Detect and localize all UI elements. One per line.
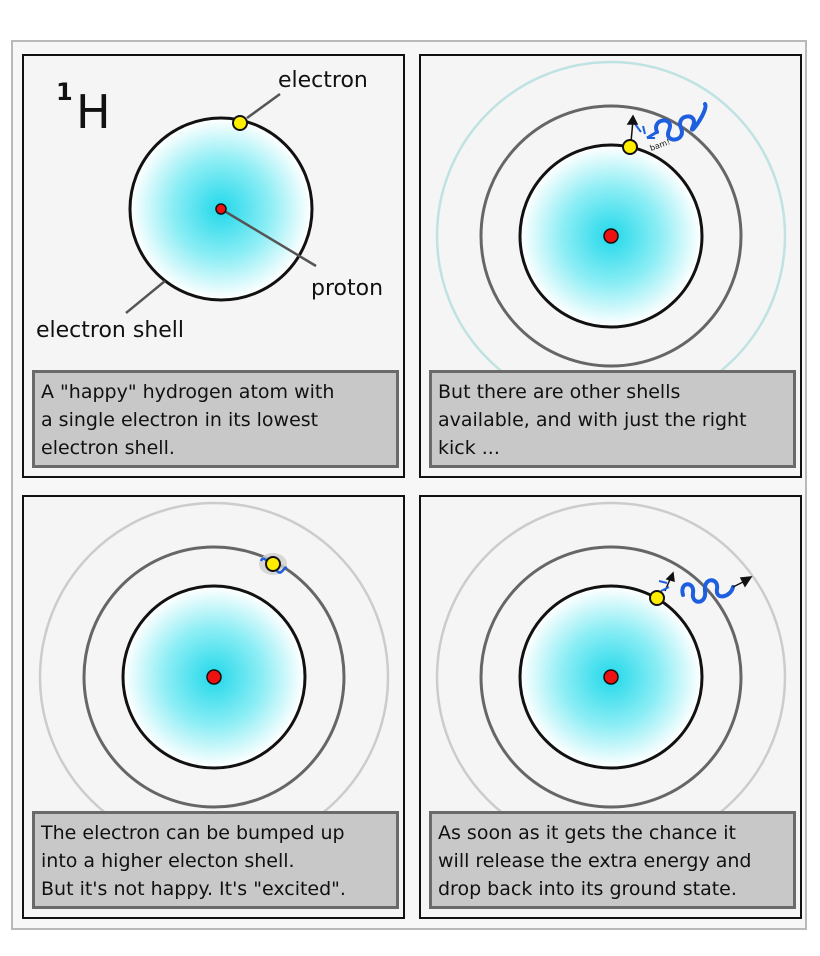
panel-photon-kick: bam! But there are other shells availabl… (419, 54, 802, 478)
emitted-photon-wave (680, 578, 735, 604)
caption-line: drop back into its ground state. (438, 878, 737, 900)
electron-label: electron (278, 68, 368, 93)
caption-line: will release the extra energy and (438, 850, 752, 872)
caption-line: a single electron in its lowest (41, 409, 319, 431)
caption-box: A "happy" hydrogen atom with a single el… (32, 370, 399, 468)
caption-line: But there are other shells (438, 381, 681, 403)
caption-line: A "happy" hydrogen atom with (41, 381, 335, 403)
caption-line: But it's not happy. It's "excited". (41, 878, 346, 900)
shell-pointer-line (125, 280, 166, 314)
inner-shell (518, 143, 704, 329)
proton (206, 669, 222, 685)
inner-shell (121, 584, 307, 770)
atom-diagram-4 (435, 501, 787, 853)
electron-kick-arrow (626, 114, 639, 143)
electron (649, 590, 665, 606)
proton-label: proton (311, 276, 383, 301)
panel-photon-emission: As soon as it gets the chance it will re… (419, 495, 802, 919)
caption-line: kick ... (438, 437, 500, 459)
electron-shell-1 (128, 116, 314, 302)
excited-electron (265, 556, 281, 572)
photon-wave (654, 102, 708, 142)
proton (603, 669, 619, 685)
panel-excited-state: The electron can be bumped up into a hig… (22, 495, 405, 919)
electron (622, 139, 638, 155)
emission-lines (658, 580, 670, 592)
electron-shell-label: electron shell (36, 318, 184, 343)
middle-shell (479, 104, 743, 368)
caption-line: As soon as it gets the chance it (438, 822, 736, 844)
middle-shell (479, 545, 743, 809)
proton (215, 203, 227, 215)
proton (603, 228, 619, 244)
atom-diagram-2: bam! (435, 60, 787, 412)
caption-box: But there are other shells available, an… (429, 370, 796, 468)
proton-pointer-line (220, 207, 317, 268)
impact-lines (634, 123, 655, 139)
mass-number: 1 (56, 78, 73, 106)
caption-line: available, and with just the right (438, 409, 747, 431)
caption-box: As soon as it gets the chance it will re… (429, 811, 796, 909)
inner-shell (518, 584, 704, 770)
electron-pointer-line (246, 92, 281, 120)
electron (232, 115, 248, 131)
caption-line: The electron can be bumped up (41, 822, 345, 844)
photon-direction-arrow (732, 576, 753, 588)
caption-line: electron shell. (41, 437, 175, 459)
element-symbol: H (76, 85, 111, 139)
panel-ground-state: 1 H electron proton electron shell A "ha… (22, 54, 405, 478)
atom-diagram-1: 1 H electron proton electron shell (36, 68, 383, 343)
impact-label: bam! (649, 137, 672, 153)
caption-line: into a higher electon shell. (41, 850, 295, 872)
caption-box: The electron can be bumped up into a hig… (32, 811, 399, 909)
middle-shell (82, 545, 346, 809)
